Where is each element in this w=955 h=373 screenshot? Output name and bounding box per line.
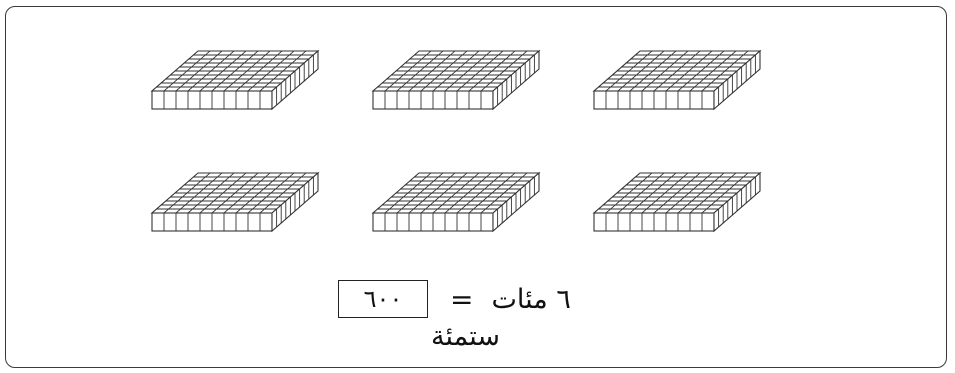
answer-value: ٦٠٠ bbox=[363, 285, 403, 313]
hundreds-flat-block bbox=[150, 171, 320, 233]
answer-box: ٦٠٠ bbox=[338, 280, 428, 318]
hundreds-label: ٦ مئات bbox=[491, 283, 571, 315]
hundreds-flat-block bbox=[150, 49, 320, 111]
hundreds-flat-block bbox=[371, 171, 541, 233]
hundreds-flat-block bbox=[371, 49, 541, 111]
hundreds-flat-block bbox=[592, 171, 762, 233]
equation-row: ٦٠٠ = ٦ مئات bbox=[338, 279, 571, 319]
hundreds-flat-block bbox=[592, 49, 762, 111]
number-word: ستمئة bbox=[431, 321, 501, 352]
equals-sign: = bbox=[450, 282, 474, 316]
